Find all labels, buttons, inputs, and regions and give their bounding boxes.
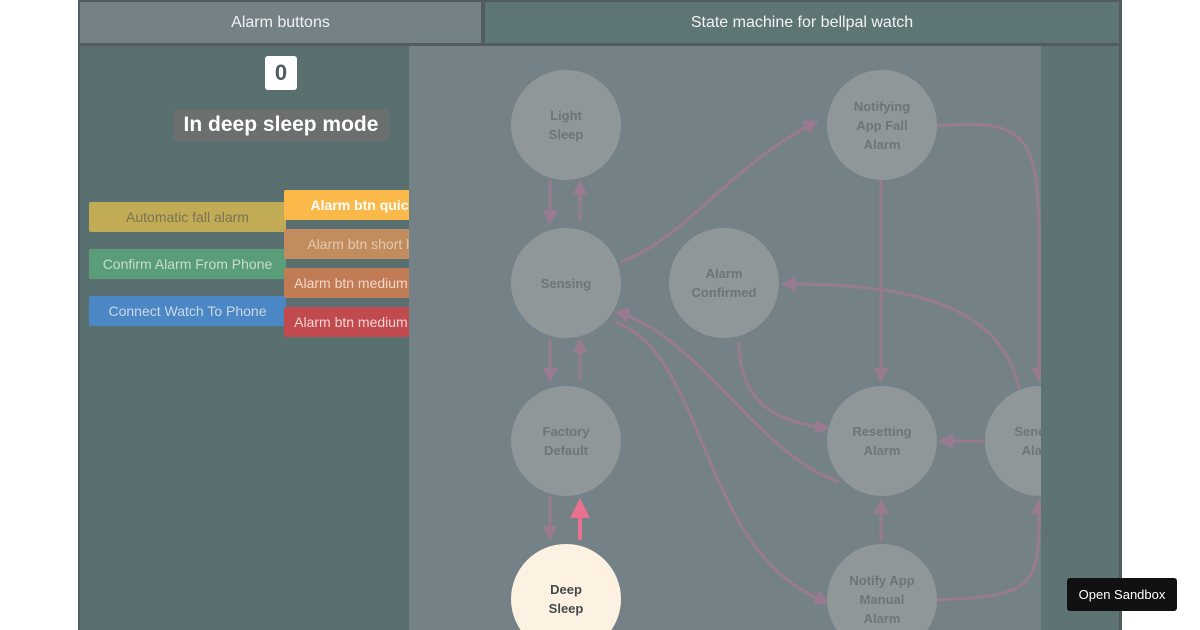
open-sandbox-button[interactable]: Open Sandbox	[1067, 578, 1177, 611]
edge-alarm-confirmed-to-resetting	[737, 341, 830, 435]
connect-watch-to-phone-button[interactable]: Connect Watch To Phone	[89, 296, 286, 326]
state-machine-diagram: Light Sleep Sensing Factory Default Deep…	[409, 46, 1041, 630]
state-resetting-alarm[interactable]: Resetting Alarm	[827, 386, 937, 496]
state-transitions	[542, 120, 1041, 605]
edge-resetting-to-sensing	[614, 308, 840, 484]
header-divider	[80, 43, 481, 46]
edge-sensing-to-notify-app-manual	[614, 320, 830, 605]
state-deep-sleep[interactable]: Deep Sleep	[511, 544, 621, 630]
state-light-sleep[interactable]: Light Sleep	[511, 70, 621, 180]
press-counter: 0	[265, 56, 297, 90]
confirm-alarm-from-phone-button[interactable]: Confirm Alarm From Phone	[89, 249, 286, 279]
edge-sensing-to-notifying-app-fall-alarm	[620, 120, 819, 264]
state-alarm-confirmed[interactable]: Alarm Confirmed	[669, 228, 779, 338]
automatic-fall-alarm-button[interactable]: Automatic fall alarm	[89, 202, 286, 232]
edge-notify-app-manual-to-sending	[935, 499, 1041, 602]
alarm-buttons-title: Alarm buttons	[80, 2, 481, 43]
edge-notifying-to-sending	[935, 122, 1041, 383]
state-sensing[interactable]: Sensing	[511, 228, 621, 338]
state-machine-title: State machine for bellpal watch	[485, 2, 1119, 43]
state-notify-app-manual-alarm[interactable]: Notify App Manual Alarm	[827, 544, 937, 630]
state-factory-default[interactable]: Factory Default	[511, 386, 621, 496]
state-notifying-app-fall-alarm[interactable]: Notifying App Fall Alarm	[827, 70, 937, 180]
edge-sending-to-alarm-confirmed	[781, 276, 1021, 389]
mode-status-label: In deep sleep mode	[173, 109, 389, 141]
header-divider	[485, 43, 1119, 46]
